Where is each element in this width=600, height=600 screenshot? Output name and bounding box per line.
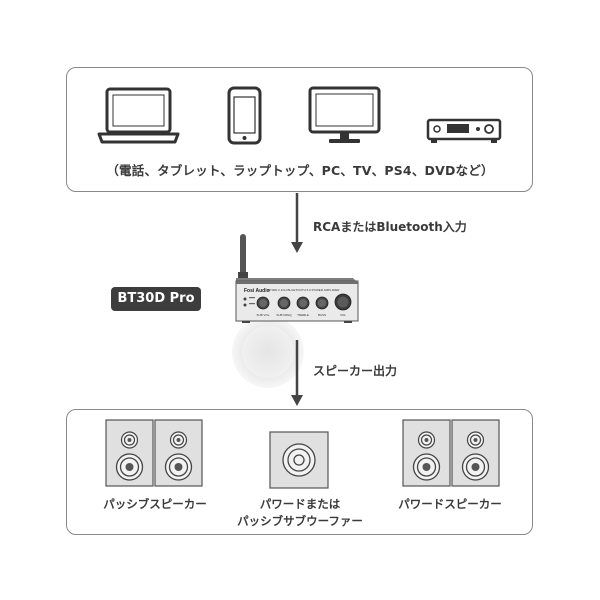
input-label: RCAまたはBluetooth入力	[313, 218, 467, 235]
knob-label: BASS	[318, 313, 326, 317]
powered-speaker-icon	[452, 420, 499, 486]
subwoofer-label: パワードまたは パッシブサブウーファー	[218, 496, 382, 530]
input-arrow	[291, 193, 303, 253]
amp-brand: Fosi Audio	[244, 288, 270, 294]
devices-caption: （電話、タブレット、ラップトップ、PC、TV、PS4、DVDなど）	[0, 160, 600, 179]
laptop-icon	[99, 89, 178, 142]
dvd-player-icon	[428, 120, 500, 143]
subwoofer-icon	[270, 432, 328, 488]
amp-subtitle: BT30D 2.1CH BLUETOOTH 5.0 POWER AMPLIFIE…	[268, 288, 340, 292]
passive-speaker-icon	[155, 420, 202, 486]
knob-label: TREBLE	[297, 313, 309, 317]
knob-label: SUB VOL	[256, 313, 269, 317]
subwoofer-label-line1: パワードまたは	[218, 496, 382, 513]
powered-speaker-icon	[403, 420, 450, 486]
model-badge: BT30D Pro	[111, 287, 201, 311]
smartphone-icon	[229, 88, 260, 143]
passive-speaker-icon	[106, 420, 153, 486]
knob-label: SUB FREQ	[276, 313, 292, 317]
subwoofer-label-line2: パッシブサブウーファー	[218, 513, 382, 530]
knob-label: VOL	[340, 313, 346, 317]
passive-speaker-label: パッシブスピーカー	[80, 496, 230, 513]
powered-speaker-label: パワードスピーカー	[380, 496, 520, 513]
monitor-icon	[310, 88, 379, 143]
output-label: スピーカー出力	[313, 362, 397, 379]
